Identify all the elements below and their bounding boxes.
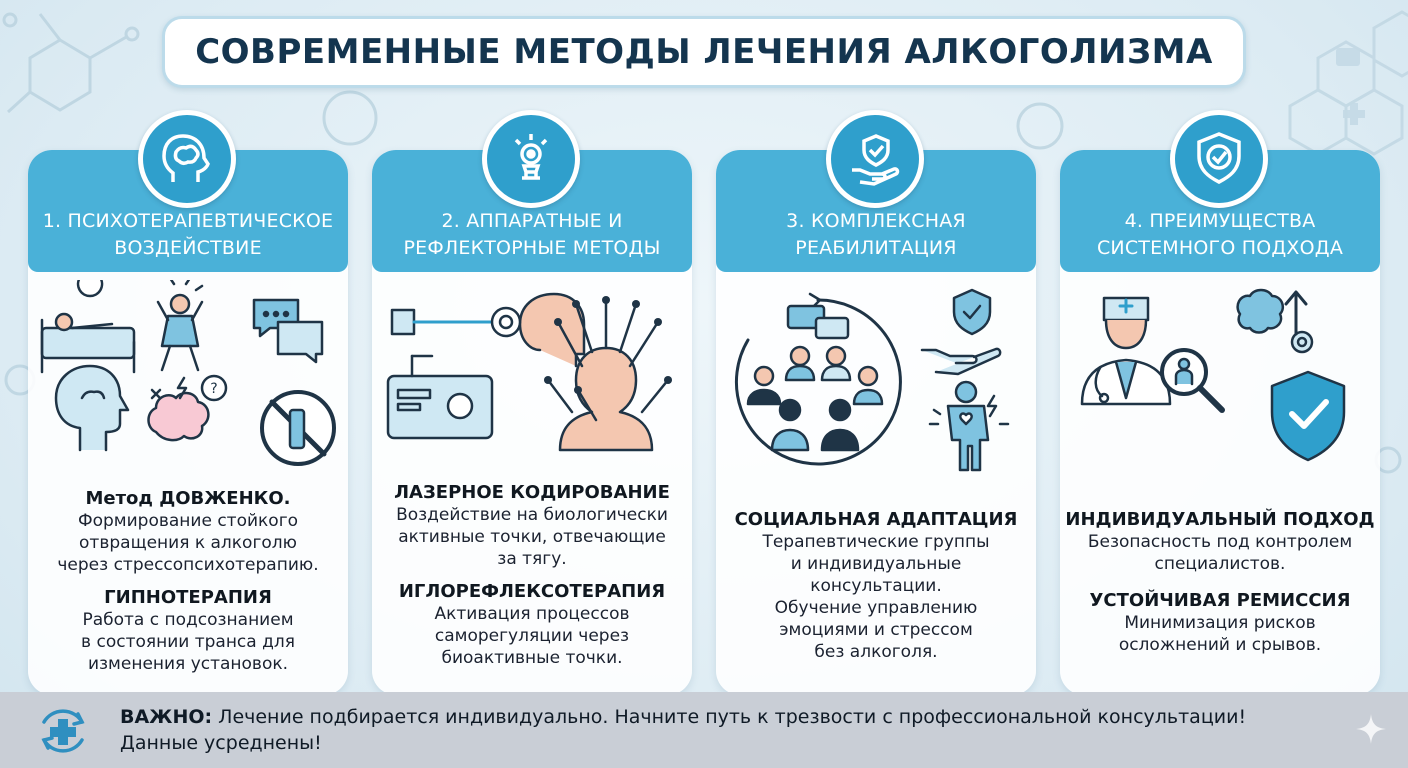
svg-text:?: ?: [210, 381, 217, 397]
footer-label: ВАЖНО:: [120, 706, 213, 728]
block-line: изменения установок.: [87, 654, 289, 674]
block-line: эмоциями и стрессом: [779, 620, 973, 640]
block-line: Воздействие на биологически: [396, 505, 668, 525]
block-line: Безопасность под контролем: [1087, 532, 1353, 552]
head-target-icon: [482, 110, 580, 208]
footer-text: ВАЖНО: Лечение подбирается индивидуально…: [120, 704, 1370, 756]
card-title-line: СИСТЕМНОГО ПОДХОДА: [1096, 237, 1344, 259]
block-line: Работа с подсознанием: [82, 610, 294, 630]
block-title: ИГЛОРЕФЛЕКСОТЕРАПИЯ: [398, 581, 666, 602]
medical-cross-refresh-icon: [41, 709, 85, 753]
block-title: УСТОЙЧИВАЯ РЕМИССИЯ: [1089, 590, 1351, 611]
card-1-blocks: Метод ДОВЖЕНКО. Формирование стойкого от…: [28, 487, 348, 675]
card-title-line: 2. АППАРАТНЫЕ И: [441, 210, 623, 232]
card-title: 3. КОМПЛЕКСНАЯ РЕАБИЛИТАЦИЯ: [716, 208, 1036, 262]
block-line: осложнений и срывов.: [1118, 635, 1322, 655]
card-2-blocks: ЛАЗЕРНОЕ КОДИРОВАНИЕ Воздействие на биол…: [372, 481, 692, 669]
block-title: ЛАЗЕРНОЕ КОДИРОВАНИЕ: [394, 482, 670, 503]
hand-shield-icon: [826, 110, 924, 208]
card-title-line: ВОЗДЕЙСТВИЕ: [114, 237, 262, 259]
card-title-line: 3. КОМПЛЕКСНАЯ: [786, 210, 966, 232]
footer-line-1: ВАЖНО: Лечение подбирается индивидуально…: [120, 704, 1370, 730]
block-line: через стрессопсихотерапию.: [57, 555, 319, 575]
block-line: биоактивные точки.: [441, 648, 623, 668]
block-line: и индивидуальные: [790, 554, 962, 574]
block-line: без алкоголя.: [814, 642, 938, 662]
brain-head-icon: [138, 110, 236, 208]
block-title: Метод ДОВЖЕНКО.: [85, 488, 291, 509]
title-banner: СОВРЕМЕННЫЕ МЕТОДЫ ЛЕЧЕНИЯ АЛКОГОЛИЗМА: [162, 16, 1246, 88]
block-title: СОЦИАЛЬНАЯ АДАПТАЦИЯ: [734, 509, 1018, 530]
card-title: 1. ПСИХОТЕРАПЕВТИЧЕСКОЕ ВОЗДЕЙСТВИЕ: [28, 208, 348, 262]
card-title-line: 4. ПРЕИМУЩЕСТВА: [1124, 210, 1316, 232]
block-line: саморегуляции через: [434, 626, 630, 646]
card-title: 4. ПРЕИМУЩЕСТВА СИСТЕМНОГО ПОДХОДА: [1060, 208, 1380, 262]
sparkle-icon: [1356, 714, 1386, 744]
block-line: консультации.: [810, 576, 942, 596]
block-line: Минимизация рисков: [1124, 613, 1316, 633]
page-title: СОВРЕМЕННЫЕ МЕТОДЫ ЛЕЧЕНИЯ АЛКОГОЛИЗМА: [195, 32, 1213, 72]
rehabilitation-illustration: [734, 288, 1010, 472]
block-line: Терапевтические группы: [762, 532, 990, 552]
block-line: Обучение управлению: [774, 598, 978, 618]
system-approach-illustration: [1080, 288, 1346, 462]
footer-line-2: Данные усреднены!: [120, 732, 322, 754]
block-line: Формирование стойкого: [77, 511, 299, 531]
block-line: Активация процессов: [434, 604, 630, 624]
block-line: за тягу.: [497, 549, 567, 569]
card-title-line: РЕАБИЛИТАЦИЯ: [795, 237, 957, 259]
block-line: отвращения к алкоголю: [79, 533, 297, 553]
block-title: ГИПНОТЕРАПИЯ: [104, 587, 272, 608]
block-line: активные точки, отвечающие: [398, 527, 666, 547]
card-title-line: РЕФЛЕКТОРНЫЕ МЕТОДЫ: [403, 237, 661, 259]
shield-check-icon: [1170, 110, 1268, 208]
card-4-blocks: ИНДИВИДУАЛЬНЫЙ ПОДХОД Безопасность под к…: [1060, 508, 1380, 656]
psychotherapy-illustration: ?: [40, 280, 336, 466]
device-methods-illustration: [386, 292, 672, 452]
block-line: специалистов.: [1154, 554, 1286, 574]
card-3-blocks: СОЦИАЛЬНАЯ АДАПТАЦИЯ Терапевтические гру…: [716, 508, 1036, 663]
block-title: ИНДИВИДУАЛЬНЫЙ ПОДХОД: [1065, 509, 1375, 530]
footer-banner: ВАЖНО: Лечение подбирается индивидуально…: [0, 692, 1408, 768]
card-title: 2. АППАРАТНЫЕ И РЕФЛЕКТОРНЫЕ МЕТОДЫ: [372, 208, 692, 262]
block-line: в состоянии транса для: [81, 632, 295, 652]
footer-message: Лечение подбирается индивидуально. Начни…: [218, 706, 1247, 728]
card-title-line: 1. ПСИХОТЕРАПЕВТИЧЕСКОЕ: [42, 210, 334, 232]
